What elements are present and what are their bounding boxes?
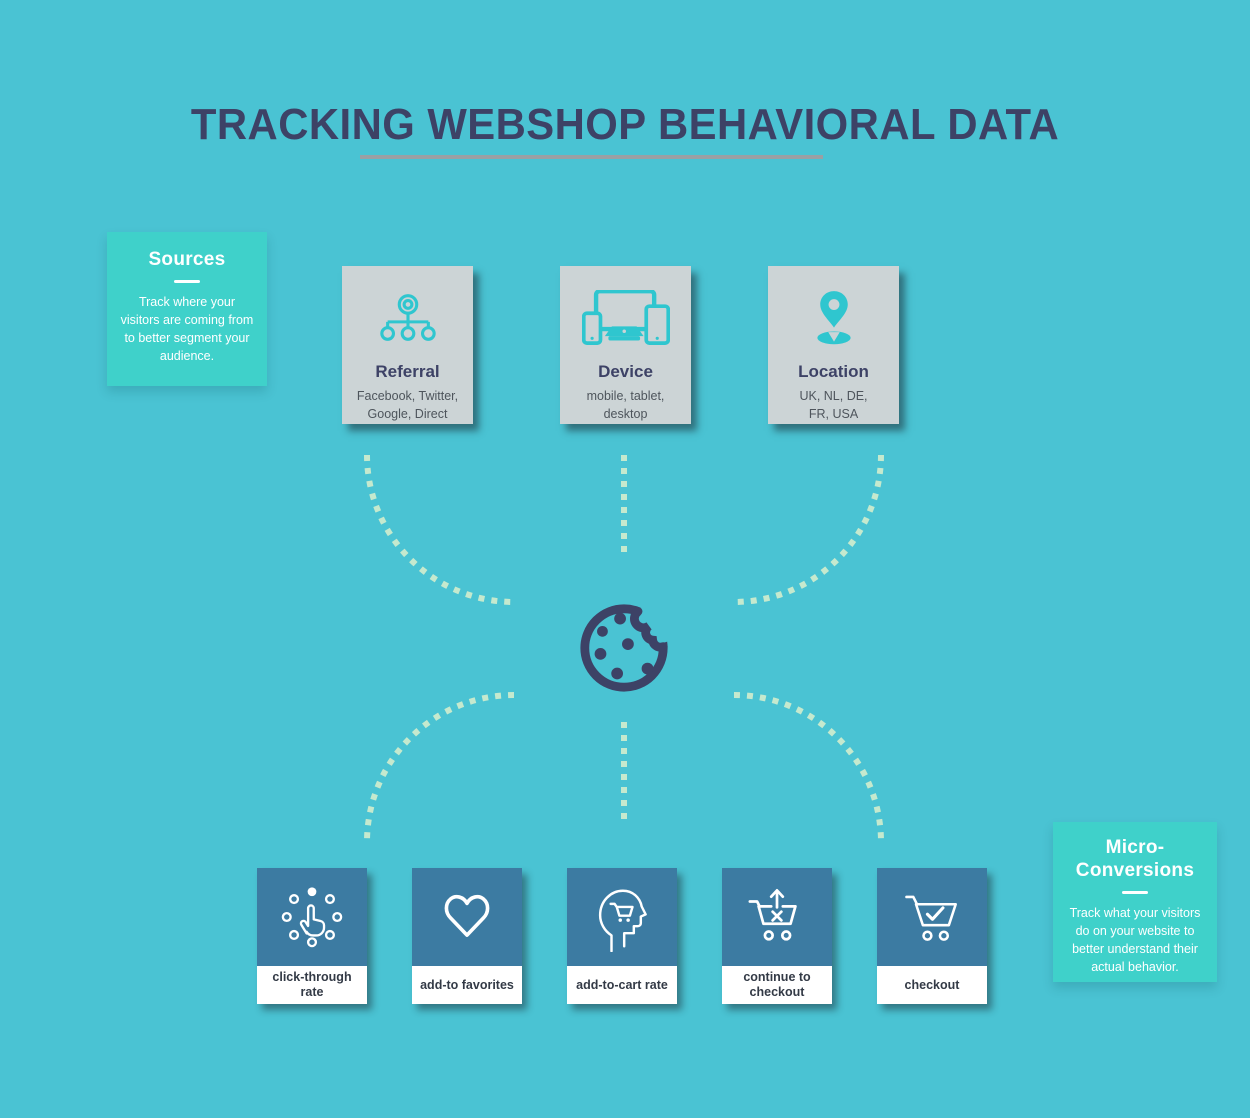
bottom-card-add-to-favorites: add-to favorites	[412, 868, 522, 1004]
micro-panel-description: Track what your visitors do on your webs…	[1069, 906, 1201, 974]
connector-top-left	[364, 454, 515, 605]
bottom-card-label: checkout	[904, 977, 960, 992]
sources-panel-description: Track where your visitors are coming fro…	[120, 295, 254, 363]
connector-top-right	[733, 454, 884, 605]
connector-bottom-left	[364, 692, 515, 843]
top-card-sublabel: Facebook, Twitter, Google, Direct	[356, 389, 459, 421]
page-title: TRACKING WEBSHOP BEHAVIORAL DATA	[190, 100, 1060, 149]
cart-up-arrow-icon	[722, 868, 832, 966]
sources-panel-rule	[174, 280, 200, 283]
bottom-card-label: add-to-cart rate	[576, 977, 668, 992]
top-card-sublabel: UK, NL, DE, FR, USA	[799, 389, 868, 421]
bottom-card-label: add-to favorites	[420, 977, 514, 992]
bottom-card-label: continue to checkout	[743, 970, 811, 999]
top-card-label: Location	[798, 362, 869, 381]
sources-panel-title: Sources	[148, 249, 226, 270]
top-card-label: Referral	[375, 362, 440, 381]
bottom-card-add-to-cart-rate: add-to-cart rate	[567, 868, 677, 1004]
top-card-referral: Referral Facebook, Twitter, Google, Dire…	[342, 266, 473, 424]
devices-icon	[560, 286, 691, 350]
bottom-card-label: click-through rate	[272, 970, 352, 999]
map-pin-icon	[768, 286, 899, 350]
head-cart-icon	[567, 868, 677, 966]
title-underline	[360, 155, 823, 159]
bottom-card-checkout: checkout	[877, 868, 987, 1004]
top-card-device: Device mobile, tablet, desktop	[560, 266, 691, 424]
top-card-label: Device	[598, 362, 653, 381]
bottom-card-continue-to-checkout: continue to checkout	[722, 868, 832, 1004]
cookie-icon	[575, 598, 682, 702]
heart-icon	[412, 868, 522, 966]
network-icon	[342, 286, 473, 350]
micro-panel-rule	[1122, 891, 1148, 894]
pointer-click-icon	[257, 868, 367, 966]
cart-check-icon	[877, 868, 987, 966]
micro-conversions-panel: Micro-Conversions Track what your visito…	[1053, 822, 1217, 982]
sources-panel: Sources Track where your visitors are co…	[107, 232, 267, 386]
top-card-sublabel: mobile, tablet, desktop	[586, 389, 665, 421]
bottom-card-click-through-rate: click-through rate	[257, 868, 367, 1004]
micro-panel-title: Micro-Conversions	[1075, 837, 1195, 881]
connector-bottom-right	[733, 692, 884, 843]
top-card-location: Location UK, NL, DE, FR, USA	[768, 266, 899, 424]
